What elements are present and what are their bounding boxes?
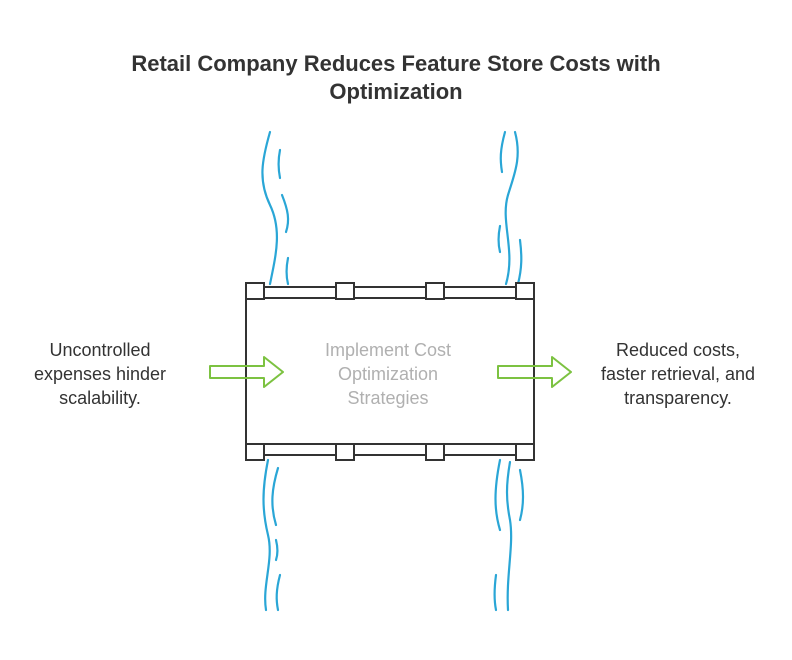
filter-frame [245,282,535,461]
top-rail [245,286,535,299]
process-line-1: Implement Cost [324,340,452,360]
stream-bottom-left [262,458,282,612]
input-description: Uncontrolled expenses hinder scalability… [10,338,190,410]
top-clamp-1 [245,282,265,300]
title-line-2: Optimization [329,79,463,104]
bottom-clamp-4 [515,443,535,461]
input-line-1: Uncontrolled [49,340,151,360]
top-clamp-3 [425,282,445,300]
top-clamp-2 [335,282,355,300]
process-description: Implement Cost Optimization Strategies [290,338,486,410]
input-line-3: scalability. [59,388,141,408]
bottom-clamp-1 [245,443,265,461]
bottom-clamp-3 [425,443,445,461]
stream-bottom-right [493,458,525,612]
output-arrow [497,356,572,388]
stream-top-right [497,130,523,286]
stream-top-left [261,130,290,286]
output-line-2: faster retrieval, and [600,364,756,384]
input-line-2: expenses hinder [33,364,167,384]
output-line-3: transparency. [624,388,732,408]
output-description: Reduced costs, faster retrieval, and tra… [580,338,776,410]
title-line-1: Retail Company Reduces Feature Store Cos… [131,51,661,76]
process-line-2: Optimization [337,364,439,384]
output-line-1: Reduced costs, [615,340,741,360]
process-line-3: Strategies [347,388,429,408]
input-arrow [209,356,284,388]
diagram-title: Retail Company Reduces Feature Store Cos… [96,50,696,106]
bottom-clamp-2 [335,443,355,461]
top-clamp-4 [515,282,535,300]
bottom-rail [245,443,535,456]
